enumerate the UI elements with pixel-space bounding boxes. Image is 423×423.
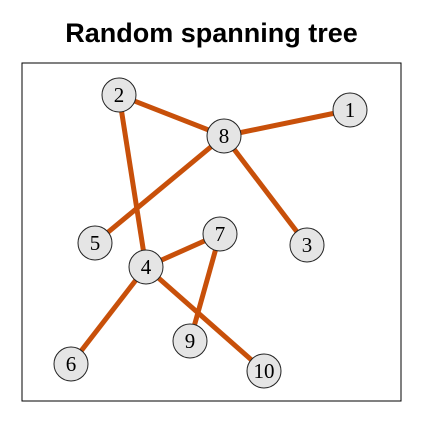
edge-4-6 [69, 265, 148, 366]
node-layer: 1 2 3 4 5 6 7 8 9 10 [53, 77, 368, 389]
edge-7-9 [187, 233, 223, 342]
node-4: 4 [128, 249, 164, 285]
node-label-7: 7 [215, 222, 226, 246]
node-8: 8 [206, 118, 242, 154]
node-circle-4 [128, 249, 164, 285]
diagram-title: Random spanning tree [65, 18, 358, 48]
node-5: 5 [77, 225, 113, 261]
node-label-10: 10 [254, 359, 275, 383]
node-circle-9 [172, 323, 208, 359]
edge-4-10 [144, 265, 266, 373]
node-circle-1 [332, 92, 368, 128]
node-label-1: 1 [345, 98, 356, 122]
node-circle-5 [77, 225, 113, 261]
node-circle-7 [202, 216, 238, 252]
edge-8-5 [93, 134, 226, 245]
edge-2-8 [118, 92, 225, 139]
node-6: 6 [53, 346, 89, 382]
node-label-9: 9 [185, 329, 196, 353]
plot-frame [21, 62, 402, 402]
node-label-2: 2 [114, 83, 125, 107]
node-label-3: 3 [302, 233, 313, 257]
node-circle-2 [101, 77, 137, 113]
node-circle-6 [53, 346, 89, 382]
node-3: 3 [289, 227, 325, 263]
node-label-8: 8 [219, 124, 230, 148]
node-10: 10 [246, 353, 282, 389]
node-7: 7 [202, 216, 238, 252]
node-circle-8 [206, 118, 242, 154]
node-label-4: 4 [141, 255, 152, 279]
edge-2-4 [116, 94, 149, 268]
node-label-6: 6 [66, 352, 77, 376]
node-circle-3 [289, 227, 325, 263]
edge-8-1 [223, 107, 351, 139]
edge-8-3 [222, 134, 309, 247]
node-label-5: 5 [90, 231, 101, 255]
node-1: 1 [332, 92, 368, 128]
node-9: 9 [172, 323, 208, 359]
node-circle-10 [246, 353, 282, 389]
node-2: 2 [101, 77, 137, 113]
